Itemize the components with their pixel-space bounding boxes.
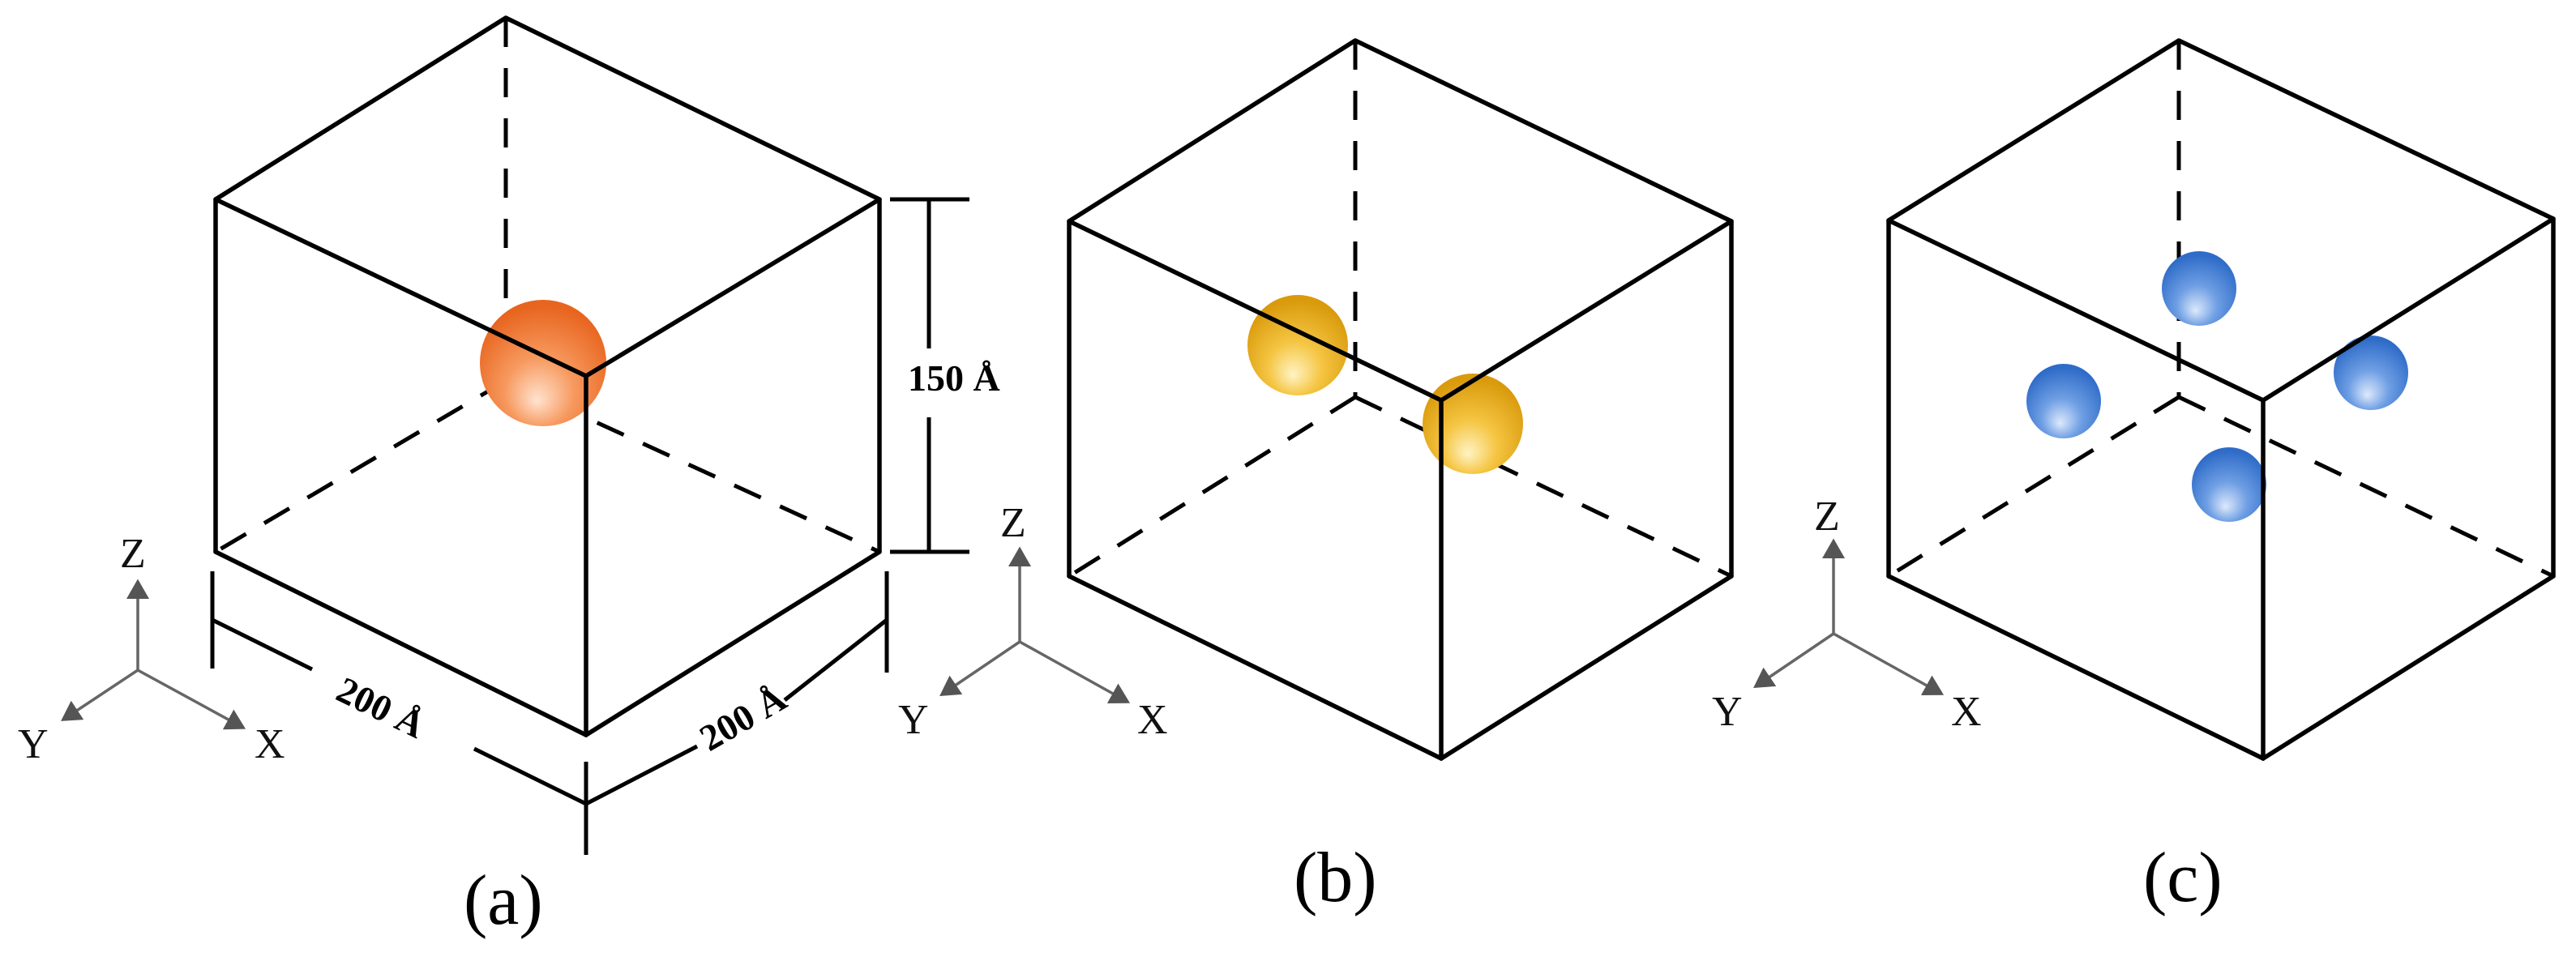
panel-b-hidden-edges [1068, 41, 1733, 579]
panel-a-hidden-edges [214, 18, 881, 554]
panel-c-axis-x-label: X [1951, 689, 1982, 735]
panel-a-width-left-dimension: 200 Å [210, 571, 588, 855]
panel-a-axis-y-label: Y [18, 721, 49, 767]
panel-c-hidden-edges [1887, 41, 2555, 579]
panel-b: Z Y X (b) [898, 38, 1734, 917]
panel-a-width-right-dimension: 200 Å [584, 571, 889, 806]
panel-a-axis-z-label: Z [120, 531, 146, 577]
panel-c-particle-2 [2026, 364, 2101, 438]
panel-a-particle-1 [480, 300, 606, 426]
panel-b-particle-1 [1247, 295, 1348, 395]
panel-c-caption: (c) [2143, 839, 2223, 917]
panel-b-axis-y-label: Y [898, 697, 929, 743]
panel-a: 150 Å 200 Å 200 Å Z Y X (a) [18, 15, 1000, 940]
panel-c-particles [2026, 251, 2408, 522]
panel-b-particles [1247, 295, 1523, 474]
panel-b-visible-edges [1067, 38, 1734, 761]
panel-a-visible-edges [213, 15, 882, 737]
panel-b-particle-2 [1423, 374, 1523, 474]
panel-a-axis-x-label: X [255, 721, 285, 767]
panel-c-particle-4 [2192, 447, 2266, 522]
panel-c-axis-z-label: Z [1814, 493, 1840, 540]
panel-c-particle-3 [2334, 335, 2408, 410]
panel-b-axes: Z Y X [898, 500, 1168, 743]
panel-a-caption: (a) [464, 861, 543, 940]
panel-b-caption: (b) [1294, 839, 1377, 917]
panel-a-width-left-label: 200 Å [331, 669, 432, 746]
panel-c-axis-y-label: Y [1712, 689, 1743, 735]
panel-b-axis-z-label: Z [1000, 500, 1026, 546]
panel-c-particle-1 [2162, 251, 2236, 326]
panel-a-width-right-label: 200 Å [693, 677, 794, 759]
panel-b-axis-x-label: X [1137, 697, 1168, 743]
panel-a-axes: Z Y X [18, 531, 285, 767]
panel-a-height-dimension: 150 Å [890, 197, 1000, 554]
panel-c-axes: Z Y X [1712, 493, 1982, 735]
panel-c-visible-edges [1886, 38, 2556, 761]
panel-c: Z Y X (c) [1712, 38, 2556, 917]
panel-a-height-label: 150 Å [908, 357, 1000, 399]
